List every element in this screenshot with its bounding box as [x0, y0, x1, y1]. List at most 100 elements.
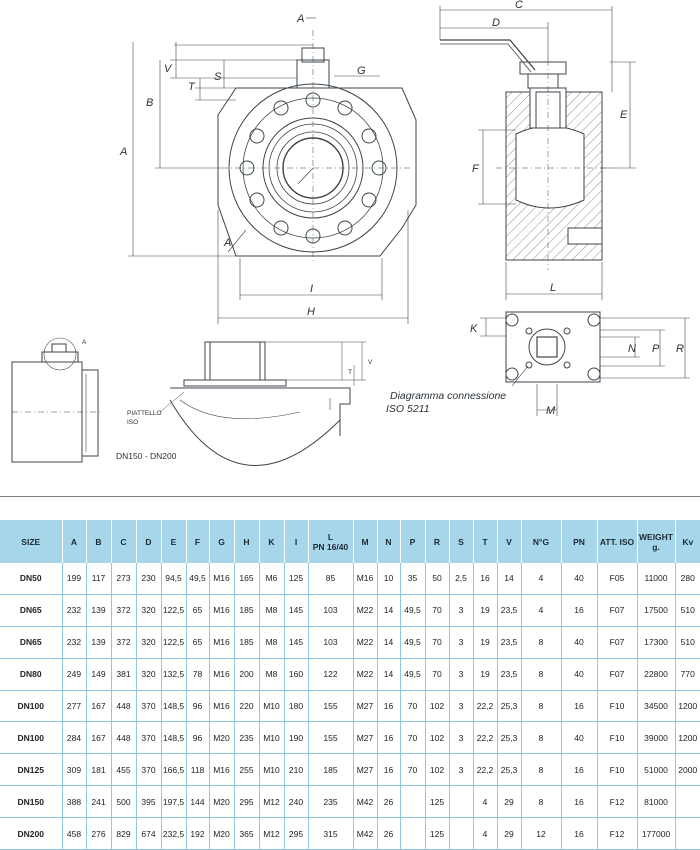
- flange-view: K N P R M: [470, 311, 690, 417]
- value-cell: 78: [186, 658, 210, 691]
- value-cell: 167: [86, 721, 112, 755]
- value-cell: F12: [597, 817, 638, 850]
- value-cell: 510: [675, 626, 700, 659]
- value-cell: 49,5: [186, 563, 210, 595]
- value-cell: 22800: [637, 658, 676, 691]
- value-cell: [400, 817, 426, 850]
- value-cell: 103: [308, 626, 354, 659]
- value-cell: [675, 817, 700, 850]
- column-header: M: [353, 520, 378, 563]
- value-cell: 23,5: [497, 658, 522, 691]
- value-cell: 240: [284, 785, 309, 819]
- detail-view: [159, 341, 366, 466]
- value-cell: 8: [521, 785, 562, 819]
- size-cell: DN100: [0, 721, 63, 755]
- value-cell: 81000: [637, 785, 676, 819]
- value-cell: 70: [425, 626, 450, 659]
- column-header: WEIGHT g.: [637, 520, 676, 563]
- value-cell: 70: [400, 753, 426, 787]
- value-cell: 132,5: [161, 658, 187, 691]
- value-cell: 22,2: [473, 753, 498, 787]
- column-header: A: [62, 520, 87, 563]
- value-cell: 16: [377, 753, 401, 787]
- value-cell: 70: [425, 658, 450, 691]
- value-cell: 29: [497, 785, 522, 819]
- value-cell: 122: [308, 658, 354, 691]
- value-cell: M42: [353, 785, 378, 819]
- value-cell: 177000: [637, 817, 676, 850]
- size-cell: DN80: [0, 658, 63, 691]
- svg-text:P: P: [652, 343, 660, 355]
- value-cell: 320: [136, 626, 162, 659]
- value-cell: 8: [521, 626, 562, 659]
- size-cell: DN150: [0, 785, 63, 819]
- large-size-view: [11, 337, 100, 463]
- value-cell: M27: [353, 721, 378, 755]
- value-cell: 372: [111, 626, 137, 659]
- value-cell: 149: [86, 658, 112, 691]
- value-cell: 51000: [637, 753, 676, 787]
- value-cell: M16: [209, 690, 235, 723]
- value-cell: M10: [259, 721, 285, 755]
- value-cell: 2,5: [449, 563, 474, 595]
- value-cell: M10: [259, 690, 285, 723]
- svg-text:S: S: [214, 71, 222, 83]
- value-cell: 167: [86, 690, 112, 723]
- value-cell: M22: [353, 594, 378, 627]
- value-cell: 249: [62, 658, 87, 691]
- value-cell: 96: [186, 690, 210, 723]
- value-cell: 125: [284, 563, 309, 595]
- column-header: SIZE: [0, 520, 63, 563]
- value-cell: 118: [186, 753, 210, 787]
- value-cell: 26: [377, 785, 401, 819]
- value-cell: F10: [597, 690, 638, 723]
- value-cell: M16: [209, 626, 235, 659]
- connection-note-line2: ISO 5211: [386, 403, 430, 415]
- value-cell: 232: [62, 626, 87, 659]
- svg-text:A: A: [223, 237, 231, 249]
- value-cell: 4: [521, 594, 562, 627]
- value-cell: 148,5: [161, 690, 187, 723]
- column-header: Kv: [675, 520, 700, 563]
- value-cell: M12: [259, 817, 285, 850]
- value-cell: 381: [111, 658, 137, 691]
- value-cell: 14: [377, 658, 401, 691]
- value-cell: 8: [521, 753, 562, 787]
- column-header: ATT. ISO: [597, 520, 638, 563]
- svg-text:R: R: [676, 343, 684, 355]
- value-cell: 235: [234, 721, 260, 755]
- value-cell: F07: [597, 626, 638, 659]
- value-cell: 102: [425, 753, 450, 787]
- svg-text:A: A: [119, 146, 127, 158]
- column-header: B: [86, 520, 112, 563]
- value-cell: 14: [377, 594, 401, 627]
- value-cell: 230: [136, 563, 162, 595]
- technical-drawing: A B V T S G A I H A: [11, 0, 690, 466]
- value-cell: 122,5: [161, 626, 187, 659]
- value-cell: [675, 785, 700, 819]
- value-cell: 448: [111, 721, 137, 755]
- value-cell: 448: [111, 690, 137, 723]
- value-cell: 370: [136, 753, 162, 787]
- value-cell: M20: [209, 785, 235, 819]
- value-cell: 235: [308, 785, 354, 819]
- value-cell: [449, 785, 474, 819]
- value-cell: M22: [353, 658, 378, 691]
- value-cell: 16: [473, 563, 498, 595]
- column-header: V: [497, 520, 522, 563]
- value-cell: M10: [259, 753, 285, 787]
- column-header: R: [425, 520, 450, 563]
- value-cell: M42: [353, 817, 378, 850]
- value-cell: M16: [209, 594, 235, 627]
- value-cell: 139: [86, 626, 112, 659]
- value-cell: 166,5: [161, 753, 187, 787]
- value-cell: 49,5: [400, 626, 426, 659]
- value-cell: 280: [675, 563, 700, 595]
